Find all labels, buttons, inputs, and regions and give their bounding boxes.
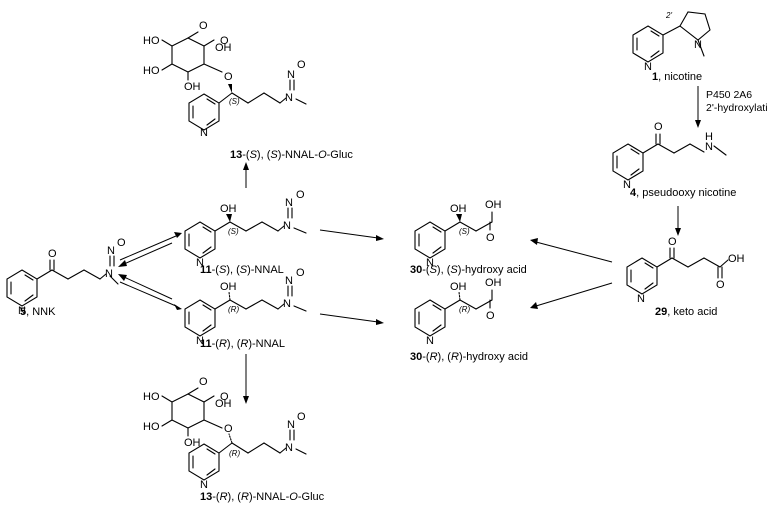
atom-n-pyr-13s: N	[200, 127, 208, 139]
atom-oh-acid-13r: OH	[215, 398, 232, 410]
structure-29-keto-acid	[626, 247, 729, 295]
stereo-r-13r: (R)	[229, 449, 240, 458]
atom-o-acid-29: O	[716, 279, 725, 291]
atom-n-amine-13s: N	[285, 92, 293, 104]
stereo-s-13s: (S)	[229, 97, 240, 106]
arrow-11s-to-30s	[319, 229, 379, 239]
structure-11-r	[184, 285, 307, 337]
structure-30-r	[414, 289, 493, 337]
atom-oh-11r: OH	[220, 281, 237, 293]
atom-n-nitroso-11r: N	[285, 275, 293, 287]
atom-n-nitroso-11s: N	[285, 197, 293, 209]
label-2prime: 2'	[665, 11, 672, 20]
atom-oh-30r: OH	[450, 281, 467, 293]
atom-n-amine-11s: N	[283, 220, 291, 232]
atom-n-nitroso-13s: N	[287, 69, 295, 81]
structure-4-pseudooxynicotine	[612, 133, 727, 181]
structure-1-nicotine	[632, 11, 711, 63]
atom-oh-acid-13s: OH	[215, 42, 232, 54]
label-1-nicotine: 1, nicotine	[652, 71, 702, 83]
stereo-r-30r: (R)	[459, 305, 470, 314]
atom-o-29: O	[668, 236, 677, 248]
atom-o-4: O	[654, 121, 663, 133]
atom-ho-2-13r: HO	[143, 421, 160, 433]
atom-n-pyr-29: N	[637, 293, 645, 305]
atom-o-carbonyl-13s: O	[199, 20, 208, 32]
condition-enzyme: P450 2A6	[706, 89, 752, 101]
atom-n-pyr-4: N	[623, 179, 631, 191]
structure-5-nnk	[6, 255, 119, 307]
equilibrium-nnk-nnal-s	[119, 235, 177, 261]
atom-o-nitroso-11r: O	[296, 267, 305, 279]
atom-o-link-13s: O	[224, 71, 233, 83]
label-30-s: 30-(S), (S)-hydroxy acid	[410, 264, 527, 276]
atom-o-30r: O	[486, 310, 495, 322]
atom-oh-3-13r: OH	[184, 437, 201, 449]
atom-o-30s: O	[486, 232, 495, 244]
atom-o-5: O	[48, 248, 57, 260]
structure-30-s	[414, 211, 493, 259]
arrow-29-to-30s	[535, 241, 613, 263]
atom-n-amine-4: N	[705, 141, 713, 153]
label-11-s: 11-(S), (S)-NNAL	[200, 264, 284, 276]
label-30-r: 30-(R), (R)-hydroxy acid	[410, 351, 528, 363]
label-13-s: 13-(S), (S)-NNAL-O-Gluc	[230, 149, 353, 161]
atom-o-ring-13r: O	[220, 391, 229, 403]
structure-13-r	[161, 387, 307, 481]
label-13-r: 13-(R), (R)-NNAL-O-Gluc	[200, 491, 325, 503]
atom-oh-acid-30s: OH	[485, 199, 502, 211]
atom-n-amine-13r: N	[285, 442, 293, 454]
label-11-r: 11-(R), (R)-NNAL	[200, 338, 285, 350]
atom-ho-2-13s: HO	[143, 65, 160, 77]
atom-o-nitroso-5: O	[117, 237, 126, 249]
stereo-s-11s: (S)	[228, 227, 239, 236]
atom-h-4: H	[705, 131, 713, 143]
atom-ho-1-13r: HO	[143, 391, 160, 403]
atom-n-pyr-11r: N	[196, 335, 204, 347]
atom-n-pyrr-1: N	[694, 39, 702, 51]
label-5-nnk: 5, NNK	[20, 306, 56, 318]
atom-n-pyr-5: N	[18, 305, 26, 317]
equilibrium-nnk-nnal-r	[119, 281, 177, 307]
label-4: 4, pseudooxy nicotine	[630, 187, 736, 199]
structure-13-s	[161, 31, 307, 131]
atom-o-ring-13s: O	[220, 35, 229, 47]
atom-n-nitroso-5: N	[107, 245, 115, 257]
atom-oh-3-13s: OH	[184, 81, 201, 93]
arrow-11r-to-30r	[319, 313, 379, 323]
atom-oh-acid-30r: OH	[485, 277, 502, 289]
atom-n-amine-5: N	[105, 268, 113, 280]
atom-n-pyr-1: N	[644, 61, 652, 73]
stereo-r-11r: (R)	[228, 305, 239, 314]
atom-n-pyr-13r: N	[200, 479, 208, 491]
atom-n-nitroso-13r: N	[287, 419, 295, 431]
structure-11-s	[184, 207, 307, 259]
atom-o-nitroso-13s: O	[297, 59, 306, 71]
atom-n-pyr-30r: N	[426, 335, 434, 347]
atom-n-pyr-11s: N	[196, 257, 204, 269]
atom-n-amine-11r: N	[283, 298, 291, 310]
condition-reaction: 2'-hydroxylation	[706, 102, 768, 114]
atom-o-nitroso-13r: O	[297, 411, 306, 423]
atom-o-nitroso-11s: O	[296, 189, 305, 201]
label-29: 29, keto acid	[655, 306, 717, 318]
atom-o-carbonyl-13r: O	[199, 376, 208, 388]
atom-oh-11s: OH	[220, 203, 237, 215]
atom-oh-30s: OH	[450, 203, 467, 215]
atom-ho-1-13s: HO	[143, 35, 160, 47]
atom-o-link-13r: O	[224, 423, 233, 435]
stereo-s-30s: (S)	[459, 227, 470, 236]
atom-oh-acid-29: OH	[728, 253, 745, 265]
atom-n-pyr-30s: N	[426, 257, 434, 269]
arrow-29-to-30r	[535, 282, 613, 307]
